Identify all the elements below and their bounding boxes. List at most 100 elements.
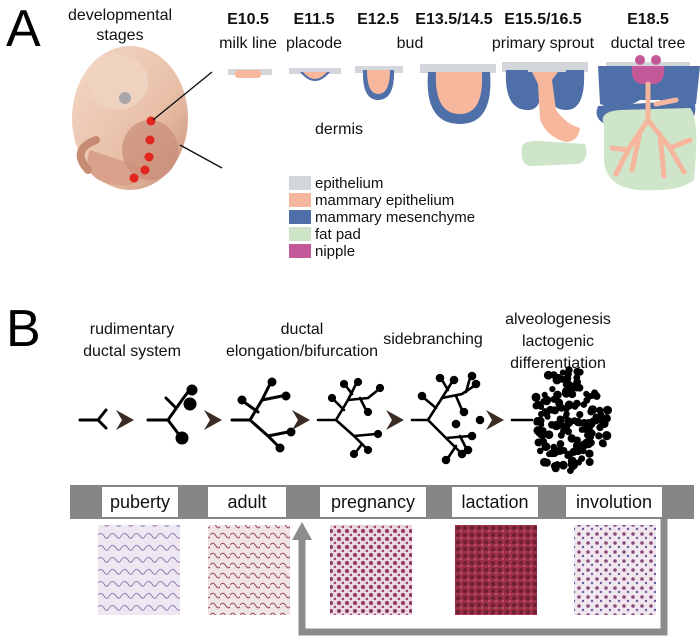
alveolus xyxy=(591,389,599,397)
return-loop-arrowhead xyxy=(292,522,312,540)
return-loop-arrow xyxy=(298,519,668,636)
stage-day: E11.5 xyxy=(294,11,335,28)
legend-swatch xyxy=(289,193,311,207)
legend-swatch xyxy=(289,210,311,224)
alveolus xyxy=(550,448,559,458)
alveolus xyxy=(599,419,609,428)
alveolus xyxy=(573,378,581,387)
alveolus xyxy=(585,419,592,426)
alveolus xyxy=(579,440,589,450)
phase-label-line: ductal xyxy=(281,321,324,338)
alveolus xyxy=(540,437,547,445)
alveolus xyxy=(546,405,555,414)
stage-name: placode xyxy=(286,35,342,52)
alveolus xyxy=(540,427,547,434)
alveolus xyxy=(592,415,601,425)
alveolus xyxy=(567,467,574,474)
alveolus xyxy=(585,458,594,466)
alveoli-cluster xyxy=(531,366,612,474)
alveolus xyxy=(559,369,566,376)
mammary-spot xyxy=(140,165,150,175)
progression-arrow xyxy=(486,410,504,430)
mammary-spot xyxy=(145,135,155,145)
alveolus xyxy=(597,411,605,418)
stage-box-label: puberty xyxy=(110,492,170,512)
alveolus xyxy=(550,462,560,471)
legend-swatch xyxy=(289,244,311,258)
phase-label-line: elongation/bifurcation xyxy=(226,343,378,360)
phase-label-line: differentiation xyxy=(510,355,606,372)
alveolus xyxy=(564,400,574,410)
phase-label-line: sidebranching xyxy=(383,331,483,348)
alveolus xyxy=(572,441,583,451)
alveolus xyxy=(578,426,586,433)
alveolus xyxy=(567,434,576,443)
alveolus xyxy=(558,460,568,470)
alveolus xyxy=(555,398,564,407)
alveolus xyxy=(553,390,562,400)
alveolus xyxy=(587,439,595,447)
zoom-line xyxy=(152,71,213,121)
stage-box-label: adult xyxy=(227,492,266,512)
phase-label-line: ductal system xyxy=(83,343,181,360)
alveolus xyxy=(531,392,541,402)
stage-box xyxy=(208,487,286,517)
alveolus xyxy=(550,443,558,451)
stage-box xyxy=(452,487,538,517)
alveolus xyxy=(575,459,582,466)
progression-arrow xyxy=(204,410,222,430)
alveolus xyxy=(576,368,584,376)
alveolus xyxy=(563,410,570,418)
alveolus xyxy=(585,449,594,458)
alveolus xyxy=(544,430,554,440)
legend-swatch xyxy=(289,176,311,190)
zoom-line xyxy=(179,144,223,169)
alveolus xyxy=(557,431,565,439)
alveolus xyxy=(556,440,565,448)
mammary-spot xyxy=(144,152,154,162)
stage-name: bud xyxy=(397,35,424,52)
diagram-placode xyxy=(289,68,341,81)
alveolus xyxy=(534,400,542,407)
alveolus xyxy=(568,390,577,399)
micrograph-adult xyxy=(208,525,290,615)
alveolus xyxy=(533,417,542,425)
alveolus xyxy=(583,390,590,397)
legend-label: nipple xyxy=(315,243,355,260)
alveolus xyxy=(541,391,548,398)
mammary-spot xyxy=(129,173,139,183)
diagram-bud xyxy=(355,66,403,100)
alveolus xyxy=(602,431,612,441)
alveolus xyxy=(588,405,598,415)
legend-label: epithelium xyxy=(315,175,383,192)
legend-swatch xyxy=(289,227,311,241)
alveolus xyxy=(540,457,549,467)
alveolus xyxy=(543,370,553,380)
stage-day: E15.5/16.5 xyxy=(504,11,582,28)
alveolus xyxy=(576,411,584,419)
legend-label: fat pad xyxy=(315,226,361,243)
alveolus xyxy=(565,366,573,374)
tree-elongation xyxy=(146,384,198,445)
alveolus xyxy=(571,403,579,410)
diagram-bud-late xyxy=(420,64,496,124)
alveolus xyxy=(588,429,596,437)
alveolus xyxy=(561,424,569,432)
stage-name: primary sprout xyxy=(492,35,595,52)
micrograph-lactation xyxy=(455,525,537,615)
branching-sequence xyxy=(78,371,534,465)
stage-name: ductal tree xyxy=(611,35,686,52)
stage-box-label: lactation xyxy=(461,492,528,512)
alveolus xyxy=(603,406,611,414)
tree-elongation-2 xyxy=(230,377,296,453)
tree-sidebranching xyxy=(316,377,385,459)
stage-day: E18.5 xyxy=(627,11,669,28)
progression-arrows xyxy=(116,410,504,430)
micrograph-pregnancy xyxy=(330,525,412,615)
diagram-ductal-tree xyxy=(596,55,700,191)
panel-letter-b: B xyxy=(6,300,41,358)
alveolus xyxy=(544,413,551,420)
embryo-illustration xyxy=(72,46,223,190)
alveolus xyxy=(564,452,571,459)
